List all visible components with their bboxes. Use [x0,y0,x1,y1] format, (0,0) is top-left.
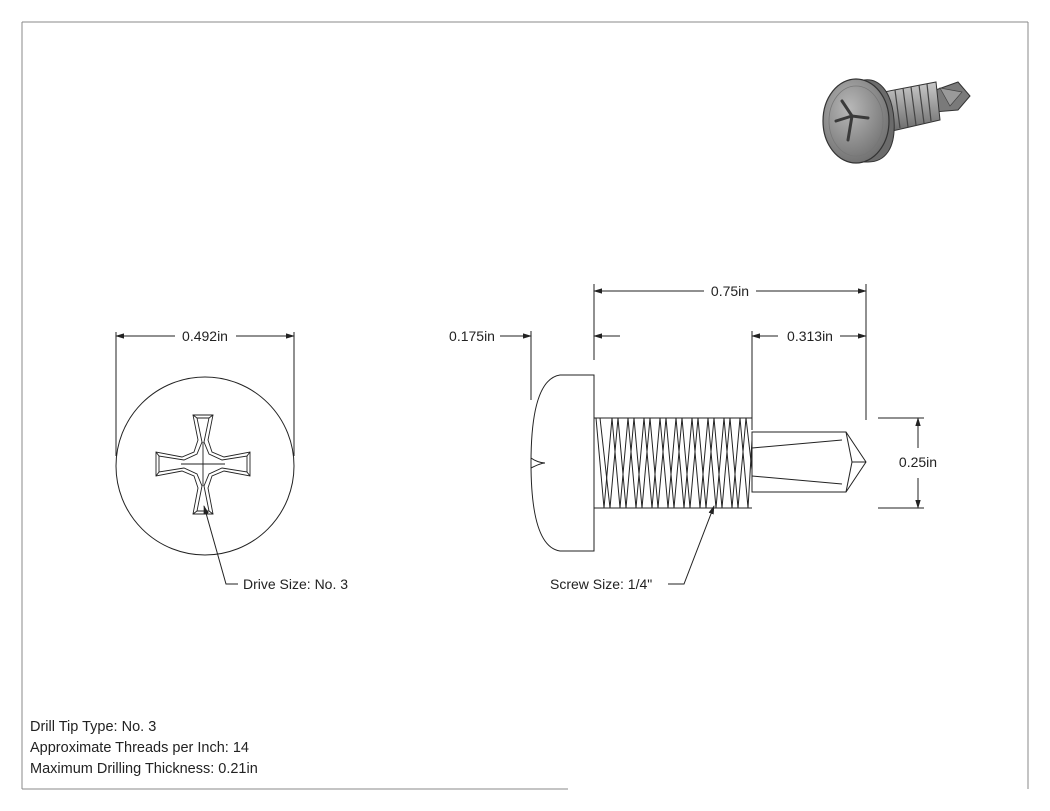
diameter-dimension-label: 0.492in [182,328,228,344]
front-view [115,332,295,585]
drive-size-callout: Drive Size: No. 3 [243,576,348,592]
drill-tip-length-label: 0.313in [787,328,833,344]
screw-head-profile [530,374,595,552]
screw-head-circle [115,376,295,556]
drill-tip [751,431,867,493]
threaded-shank [594,417,753,509]
max-drilling-thickness-note: Maximum Drilling Thickness: 0.21in [30,761,258,777]
screw-size-callout: Screw Size: 1/4" [550,576,652,592]
drawing-border [21,21,1029,790]
drill-tip-type-note: Drill Tip Type: No. 3 [30,719,157,735]
side-view [500,284,924,585]
shank-diameter-label: 0.25in [899,454,937,470]
threads-per-inch-note: Approximate Threads per Inch: 14 [30,740,249,756]
isometric-screw-image [822,78,971,164]
specification-notes: Drill Tip Type: No. 3 Approximate Thread… [30,717,258,780]
length-dimension-label: 0.75in [711,283,749,299]
head-height-dimension-label: 0.175in [449,328,495,344]
phillips-recess-icon [155,414,251,515]
